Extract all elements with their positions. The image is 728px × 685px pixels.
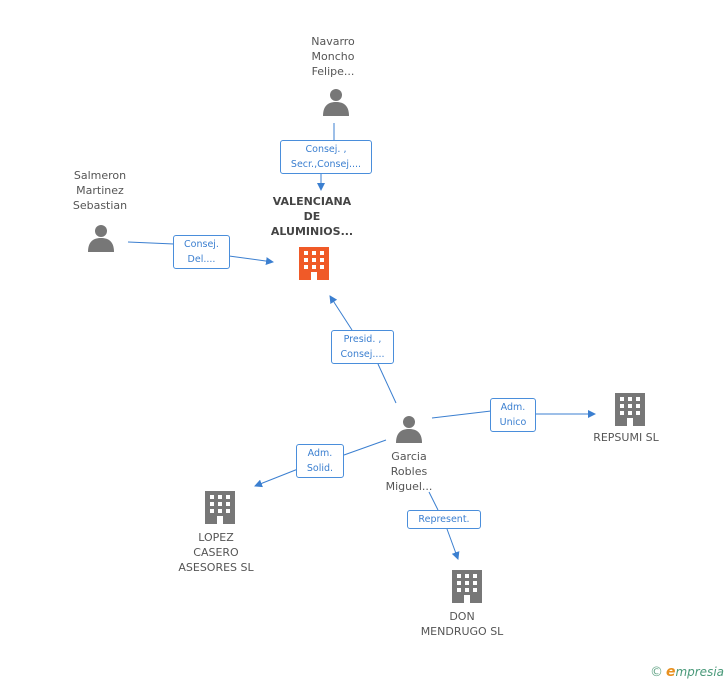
node-label-line: Garcia	[391, 450, 427, 463]
relation-label-line: Secr.,Consej....	[290, 159, 362, 170]
relation-label-garcia-repsumi[interactable]: Adm. Unico	[490, 398, 536, 432]
brand-name: mpresia	[675, 665, 724, 679]
building-icon[interactable]	[205, 491, 235, 524]
node-label-line: Salmeron	[73, 169, 127, 182]
node-label-line: REPSUMI SL	[593, 431, 659, 444]
copyright-icon: ©	[649, 665, 663, 680]
edges	[127, 123, 595, 559]
node-label-line: DE	[303, 210, 321, 223]
relation-label-line: Represent.	[418, 514, 470, 525]
relation-label-line: Consej....	[340, 349, 385, 360]
node-label-line: Felipe...	[311, 65, 355, 78]
edge-garcia-repsumi	[431, 411, 595, 418]
node-label-line: CASERO	[193, 546, 239, 559]
node-label-line: DON	[449, 610, 475, 623]
node-label-line: ALUMINIOS...	[270, 225, 354, 238]
relation-label-line: Adm.	[307, 448, 333, 459]
node-label-line: MENDRUGO SL	[420, 625, 504, 638]
node-label-lopez[interactable]: LOPEZ CASERO ASESORES SL	[166, 530, 266, 575]
relation-label-line: Presid. ,	[343, 334, 382, 345]
node-label-line: Moncho	[311, 50, 355, 63]
edge-garcia-lopez	[255, 439, 387, 486]
node-label-line: LOPEZ	[198, 531, 234, 544]
node-label-line: Navarro	[311, 35, 355, 48]
building-icon[interactable]	[452, 570, 482, 603]
edge-navarro-valenciana	[321, 123, 335, 190]
edge-garcia-don	[428, 491, 458, 559]
relation-label-navarro-valenciana[interactable]: Consej. , Secr.,Consej....	[280, 140, 372, 174]
node-label-line: Sebastian	[72, 199, 128, 212]
person-icon[interactable]	[88, 225, 114, 252]
building-icon[interactable]	[615, 393, 645, 426]
node-label-valenciana[interactable]: VALENCIANA DE ALUMINIOS...	[262, 194, 362, 239]
node-label-don[interactable]: DON MENDRUGO SL	[412, 609, 512, 639]
relation-label-garcia-lopez[interactable]: Adm. Solid.	[296, 444, 344, 478]
relation-label-line: Consej.	[184, 239, 219, 250]
node-label-salmeron[interactable]: Salmeron Martinez Sebastian	[58, 168, 142, 213]
relation-label-salmeron-valenciana[interactable]: Consej. Del....	[173, 235, 230, 269]
relation-label-line: Solid.	[306, 463, 334, 474]
node-label-line: Miguel...	[385, 480, 433, 493]
building-icon[interactable]	[299, 247, 329, 280]
node-label-line: ASESORES SL	[178, 561, 254, 574]
relation-label-garcia-valenciana[interactable]: Presid. , Consej....	[331, 330, 394, 364]
node-label-line: Martinez	[76, 184, 124, 197]
node-label-garcia[interactable]: Garcia Robles Miguel...	[369, 449, 449, 494]
node-label-line: Robles	[390, 465, 428, 478]
node-label-line: VALENCIANA	[272, 195, 352, 208]
relation-label-line: Del....	[187, 254, 216, 265]
relation-label-line: Unico	[499, 417, 527, 428]
brand-logo-letter: e	[665, 664, 676, 680]
node-label-navarro[interactable]: Navarro Moncho Felipe...	[296, 34, 370, 79]
edge-salmeron-valenciana	[127, 241, 273, 262]
person-icon[interactable]	[323, 89, 349, 116]
edge-garcia-valenciana	[330, 296, 397, 404]
relation-label-garcia-don[interactable]: Represent.	[407, 510, 481, 529]
relation-label-line: Adm.	[500, 402, 526, 413]
brand-footer[interactable]: ©empresia	[650, 664, 724, 680]
node-label-repsumi[interactable]: REPSUMI SL	[584, 430, 668, 445]
relation-label-line: Consej. ,	[305, 144, 347, 155]
person-icon[interactable]	[396, 416, 422, 443]
